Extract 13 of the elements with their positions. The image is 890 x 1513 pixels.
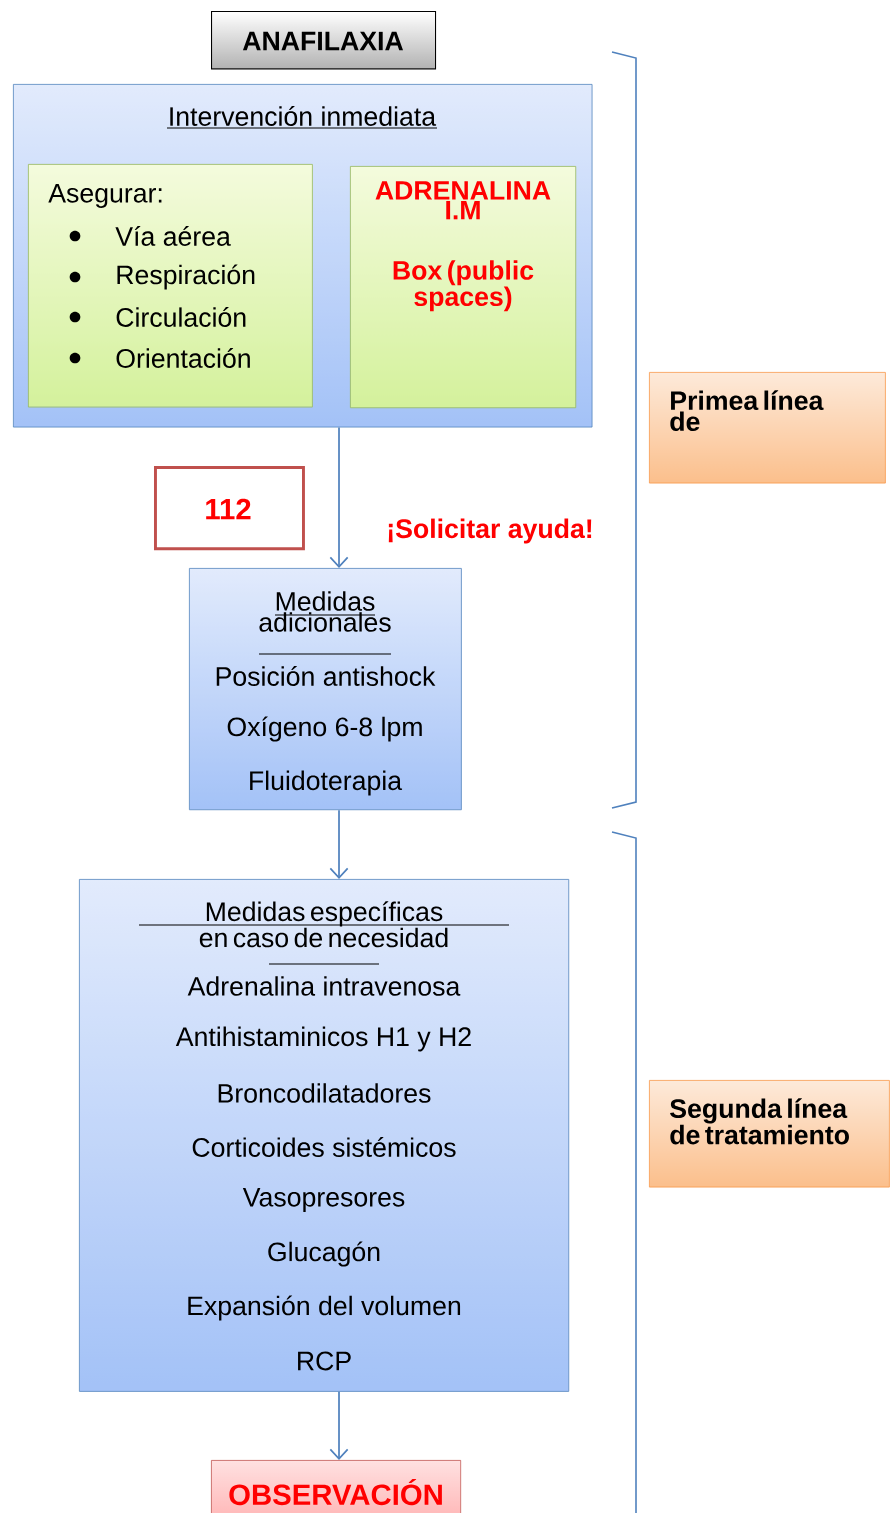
stage-box: Primea línea de (649, 372, 886, 484)
phone-number-box: 112 (154, 466, 305, 551)
arrow (329, 426, 349, 568)
process-box: Medidas específicas en caso de necesidad Adrenalina intravenosa Antihistaminicos H1 y H2 Broncodilatadores Corticoides sistémicos Vasopresores Glucagón Expansión del volumen RCP (79, 879, 570, 1392)
stage-box: Segunda línea de tratamiento (649, 1080, 890, 1188)
callout-text: ¡Solicitar ayuda! (388, 518, 592, 544)
content-box: ADRENALINA I.M Box (public spaces) (350, 166, 577, 409)
arrow (329, 1390, 349, 1460)
process-box: Medidas adicionales Posición antishock Oxígeno 6-8 lpm Fluidoterapia (189, 568, 462, 811)
outcome-box: OBSERVACIÓN (211, 1460, 462, 1513)
arrow (329, 809, 349, 879)
title-box: ANAFILAXIA (211, 11, 437, 70)
content-box: Asegurar: Vía aérea Respiración Circulación Orientación (28, 164, 313, 408)
